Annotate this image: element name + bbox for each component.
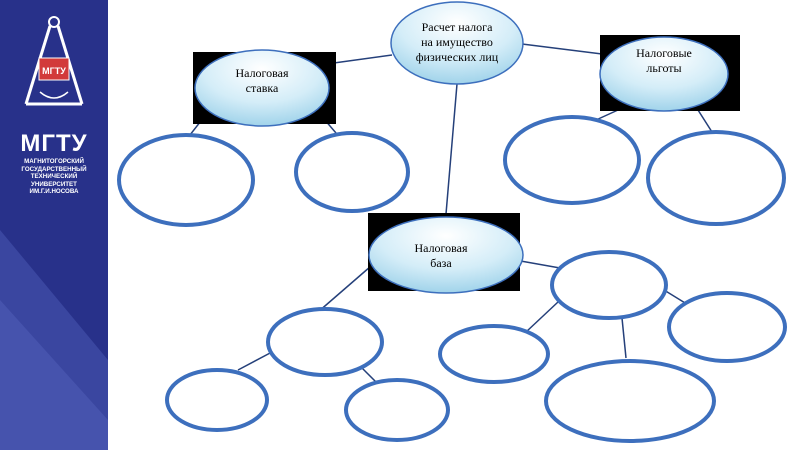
university-emblem-icon (24, 16, 84, 106)
university-subtitle: МАГНИТОГОРСКИЙ ГОСУДАРСТВЕННЫЙ ТЕХНИЧЕСК… (6, 158, 102, 196)
connector-empty6-empty9 (525, 301, 559, 333)
rate-node-ellipse (194, 49, 330, 127)
connector-benefits-empty4 (697, 109, 713, 133)
empty-node (544, 359, 716, 443)
sidebar-stripe-2 (0, 300, 108, 450)
connector-benefits-empty3 (595, 109, 619, 121)
empty-node (117, 133, 255, 227)
diagram (117, 1, 787, 443)
rate-node-label: Налоговая ставка (235, 66, 289, 95)
subtitle-line: УНИВЕРСИТЕТ (31, 180, 77, 188)
base-node-label: Налоговая база (414, 241, 468, 270)
connector-root-benefits (521, 43, 603, 55)
empty-node (344, 378, 450, 442)
sidebar-graphics: МГТУ (0, 16, 108, 450)
root-node-ellipse (390, 1, 524, 85)
empty-node (165, 368, 269, 432)
empty-node (503, 115, 641, 205)
connector-empty6-empty10 (621, 317, 627, 359)
subtitle-line: ГОСУДАРСТВЕННЫЙ (21, 165, 87, 173)
empty-ellipses (117, 115, 787, 443)
empty-node (550, 250, 668, 320)
university-title: МГТУ (20, 130, 88, 157)
labeled-ellipses (194, 1, 729, 294)
benefits-node-label: Налоговые льготы (636, 46, 692, 75)
connector-root-base (445, 83, 458, 215)
emblem-text: МГТУ (42, 66, 66, 76)
connector-empty5-empty7 (237, 351, 273, 371)
empty-node (266, 307, 384, 377)
root-node-label: Расчет налога на имущество физических ли… (415, 20, 499, 64)
subtitle-line: ИМ.Г.И.НОСОВА (29, 188, 79, 196)
empty-node (438, 324, 550, 384)
sidebar: МГТУ МГТУ МАГНИТОГОРСКИЙ ГОСУДАРСТВЕННЫЙ… (0, 0, 108, 450)
empty-node (294, 131, 410, 213)
benefits-node-ellipse (599, 36, 729, 112)
empty-node (667, 291, 787, 363)
subtitle-line: ТЕХНИЧЕСКИЙ (30, 173, 78, 181)
base-node-ellipse (368, 216, 524, 294)
subtitle-line: МАГНИТОГОРСКИЙ (24, 158, 84, 165)
empty-node (646, 130, 786, 226)
